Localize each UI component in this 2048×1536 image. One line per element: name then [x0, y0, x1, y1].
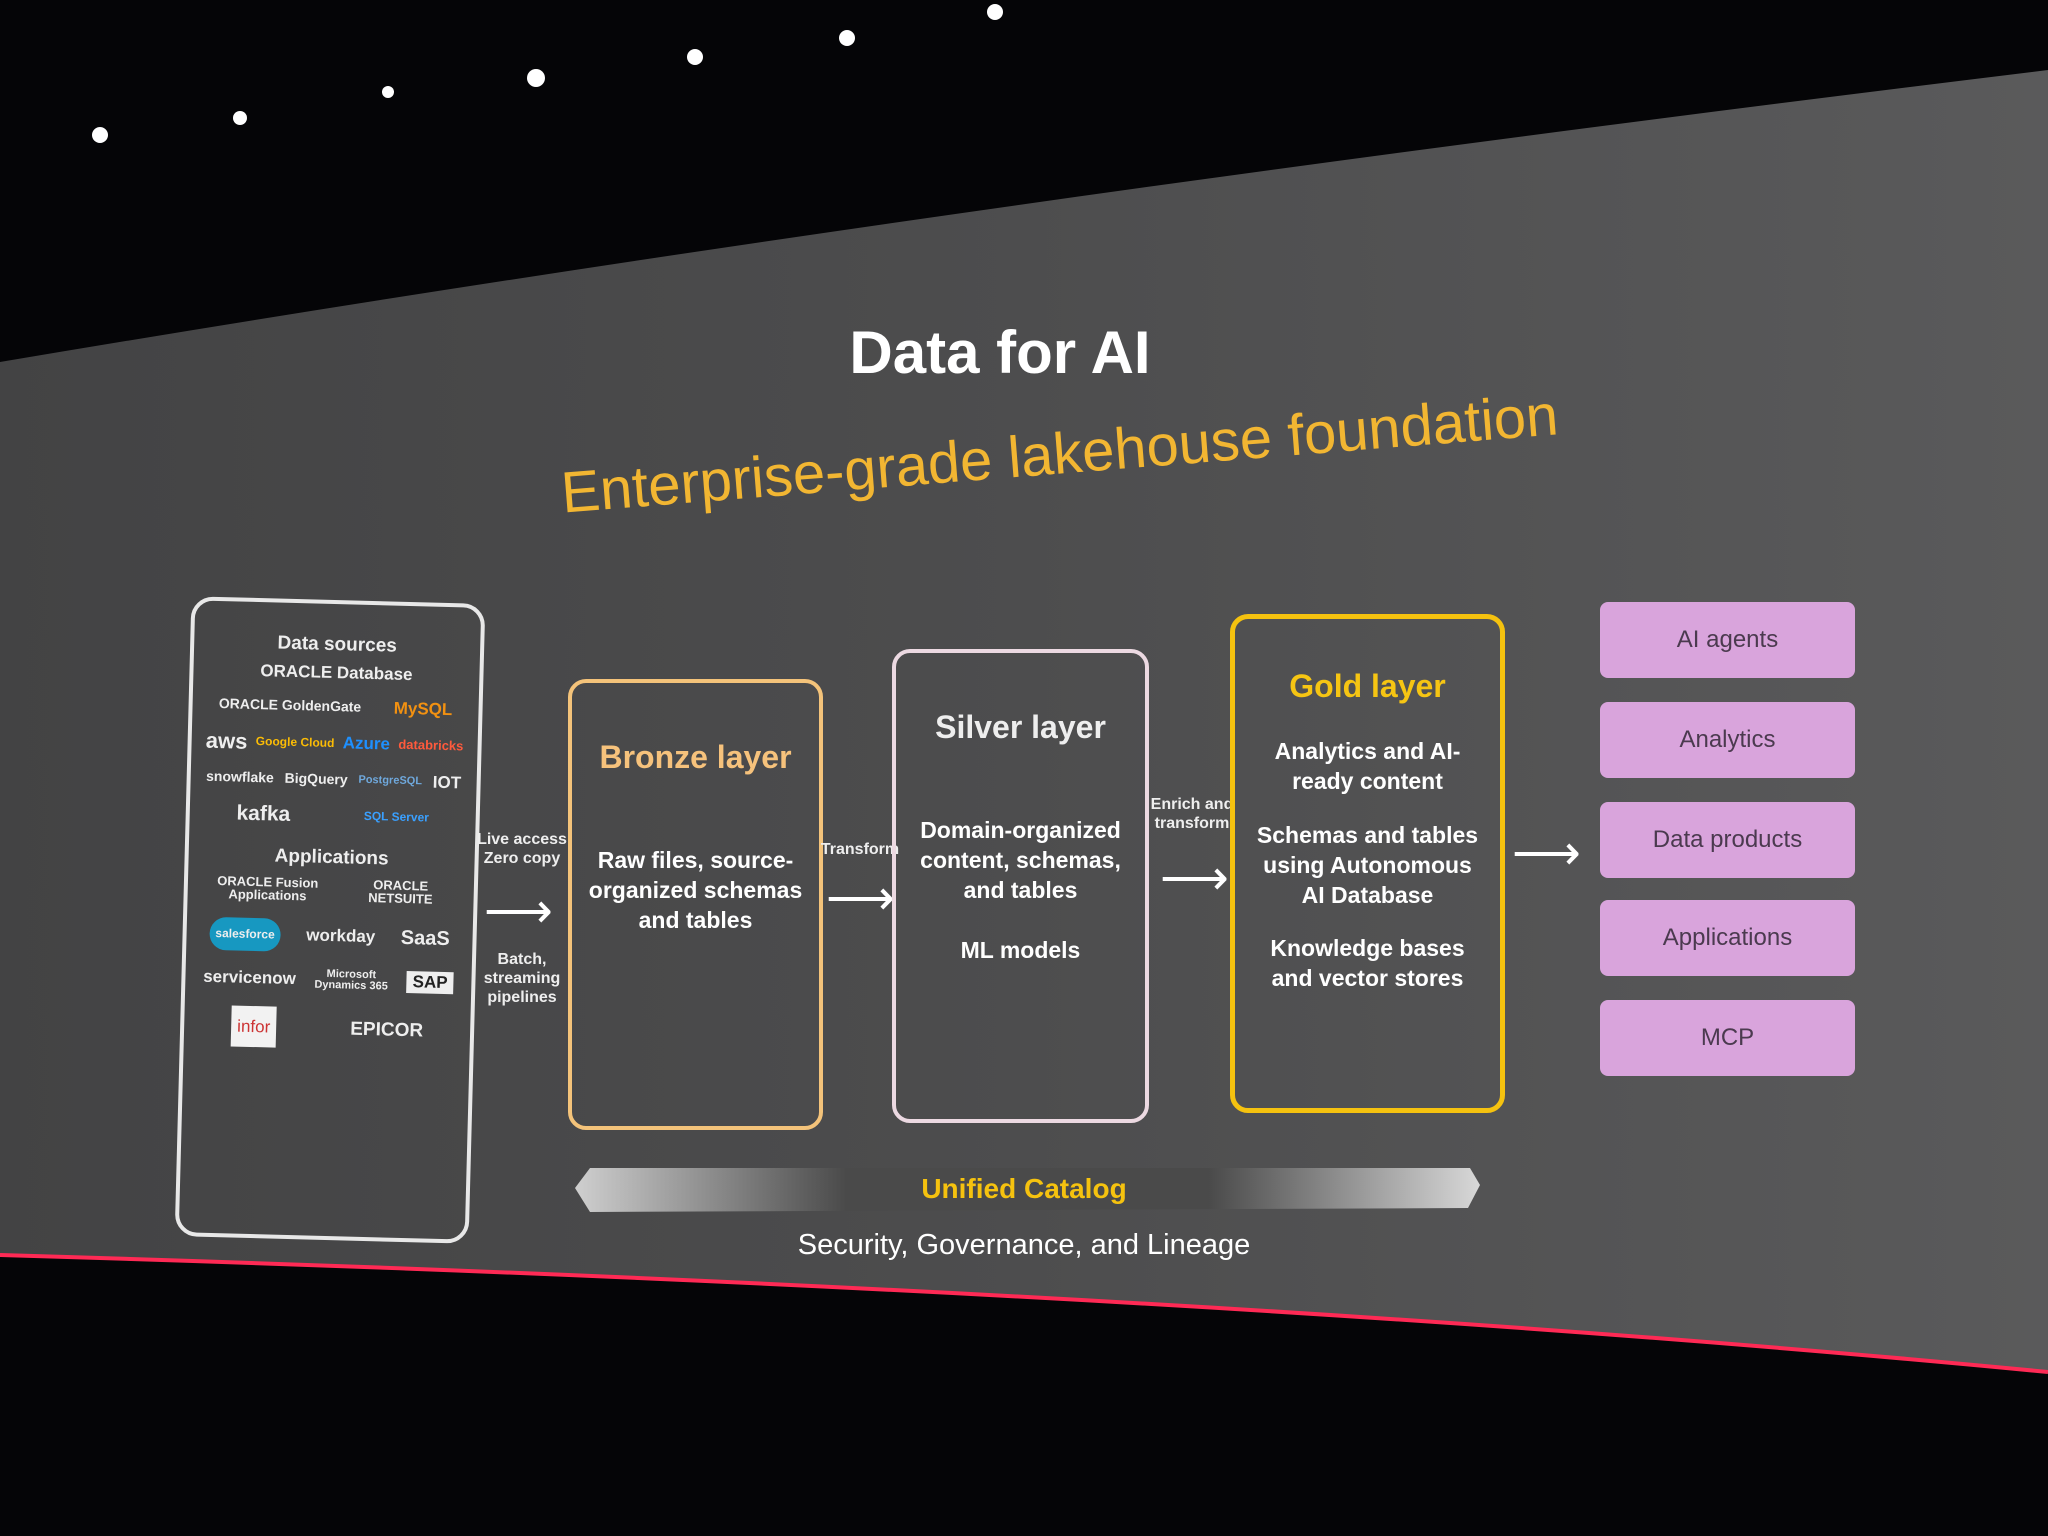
databricks-logo: databricks — [398, 737, 464, 754]
snowflake-logo: snowflake — [205, 768, 275, 786]
transform-arrow-icon: ⟶ — [826, 872, 895, 925]
ingest-arrow-icon: ⟶ — [484, 885, 553, 938]
gold-layer-item: Analytics and AI-ready content — [1274, 738, 1461, 794]
application-logos: ORACLE Fusion Applications ORACLE NETSUI… — [183, 865, 474, 1061]
bigquery-logo: BigQuery — [284, 770, 348, 788]
slide-title: Data for AI — [849, 319, 1151, 386]
servicenow-logo: servicenow — [202, 966, 297, 989]
output-ai-agents: AI agents — [1600, 602, 1855, 678]
kafka-logo: kafka — [236, 801, 291, 826]
aws-logo: aws — [205, 727, 248, 754]
infor-logo: infor — [230, 1005, 277, 1049]
silver-layer-title: Silver layer — [935, 709, 1106, 745]
enrich-transform-label: Enrich and transform — [1150, 796, 1234, 833]
gold-layer-item: Knowledge bases and vector stores — [1270, 935, 1465, 992]
oracle-database-logo: ORACLE Database — [260, 661, 413, 685]
transform-label: Transform — [820, 841, 900, 858]
data-sources-panel: Data sources ORACLE Database ORACLE Gold… — [174, 596, 486, 1244]
silver-layer-box: Silver layer Domain-organized content, s… — [892, 649, 1149, 1123]
oracle-netsuite-logo: ORACLE NETSUITE — [368, 876, 433, 907]
sap-logo: SAP — [406, 971, 454, 995]
silver-layer-item: Domain-organized content, schemas, and t… — [920, 817, 1121, 903]
ingest-batch-label: Batch, streaming pipelines — [483, 951, 561, 1007]
ceiling-lights — [92, 4, 1003, 143]
iot-logo: IOT — [432, 772, 462, 793]
output-data-products: Data products — [1600, 802, 1855, 878]
google-cloud-logo: Google Cloud — [255, 733, 335, 750]
salesforce-logo: salesforce — [208, 916, 282, 952]
enrich-arrow-icon: ⟶ — [1160, 852, 1229, 905]
oracle-goldengate-logo: ORACLE GoldenGate — [218, 695, 362, 716]
dynamics-365-logo: Microsoft Dynamics 365 — [314, 967, 388, 993]
screen-edge-line — [0, 1253, 2048, 1374]
catalog-caption: Security, Governance, and Lineage — [797, 1229, 1251, 1261]
unified-catalog-label: Unified Catalog — [921, 1173, 1127, 1204]
bronze-layer-item: Raw files, source-organized schemas and … — [588, 847, 803, 933]
gold-layer-item: Schemas and tables using Autonomous AI D… — [1256, 821, 1479, 908]
epicor-logo: EPICOR — [350, 1018, 424, 1042]
mysql-logo: MySQL — [393, 698, 453, 719]
data-source-logos: ORACLE Database ORACLE GoldenGate MySQL … — [189, 652, 480, 838]
gold-layer-title: Gold layer — [1289, 668, 1446, 704]
ingest-live-label: Live access Zero copy — [477, 831, 567, 868]
postgresql-logo: PostgreSQL — [358, 773, 423, 788]
output-analytics: Analytics — [1600, 702, 1855, 778]
silver-layer-item: ML models — [960, 936, 1081, 963]
oracle-fusion-logo: ORACLE Fusion Applications — [217, 872, 319, 904]
bronze-layer-title: Bronze layer — [599, 739, 792, 775]
unified-catalog-bar — [575, 1168, 1480, 1212]
workday-logo: workday — [306, 925, 376, 947]
output-applications: Applications — [1600, 900, 1855, 976]
output-mcp: MCP — [1600, 1000, 1855, 1076]
azure-logo: Azure — [342, 733, 391, 754]
sql-server-logo: SQL Server — [363, 809, 430, 825]
bronze-layer-box: Bronze layer Raw files, source-organized… — [568, 679, 823, 1130]
gold-layer-box: Gold layer Analytics and AI-ready conten… — [1230, 614, 1505, 1113]
saas-label: SaaS — [400, 926, 451, 950]
output-arrow-icon: ⟶ — [1512, 827, 1581, 880]
projection-screen — [0, 70, 2048, 1372]
